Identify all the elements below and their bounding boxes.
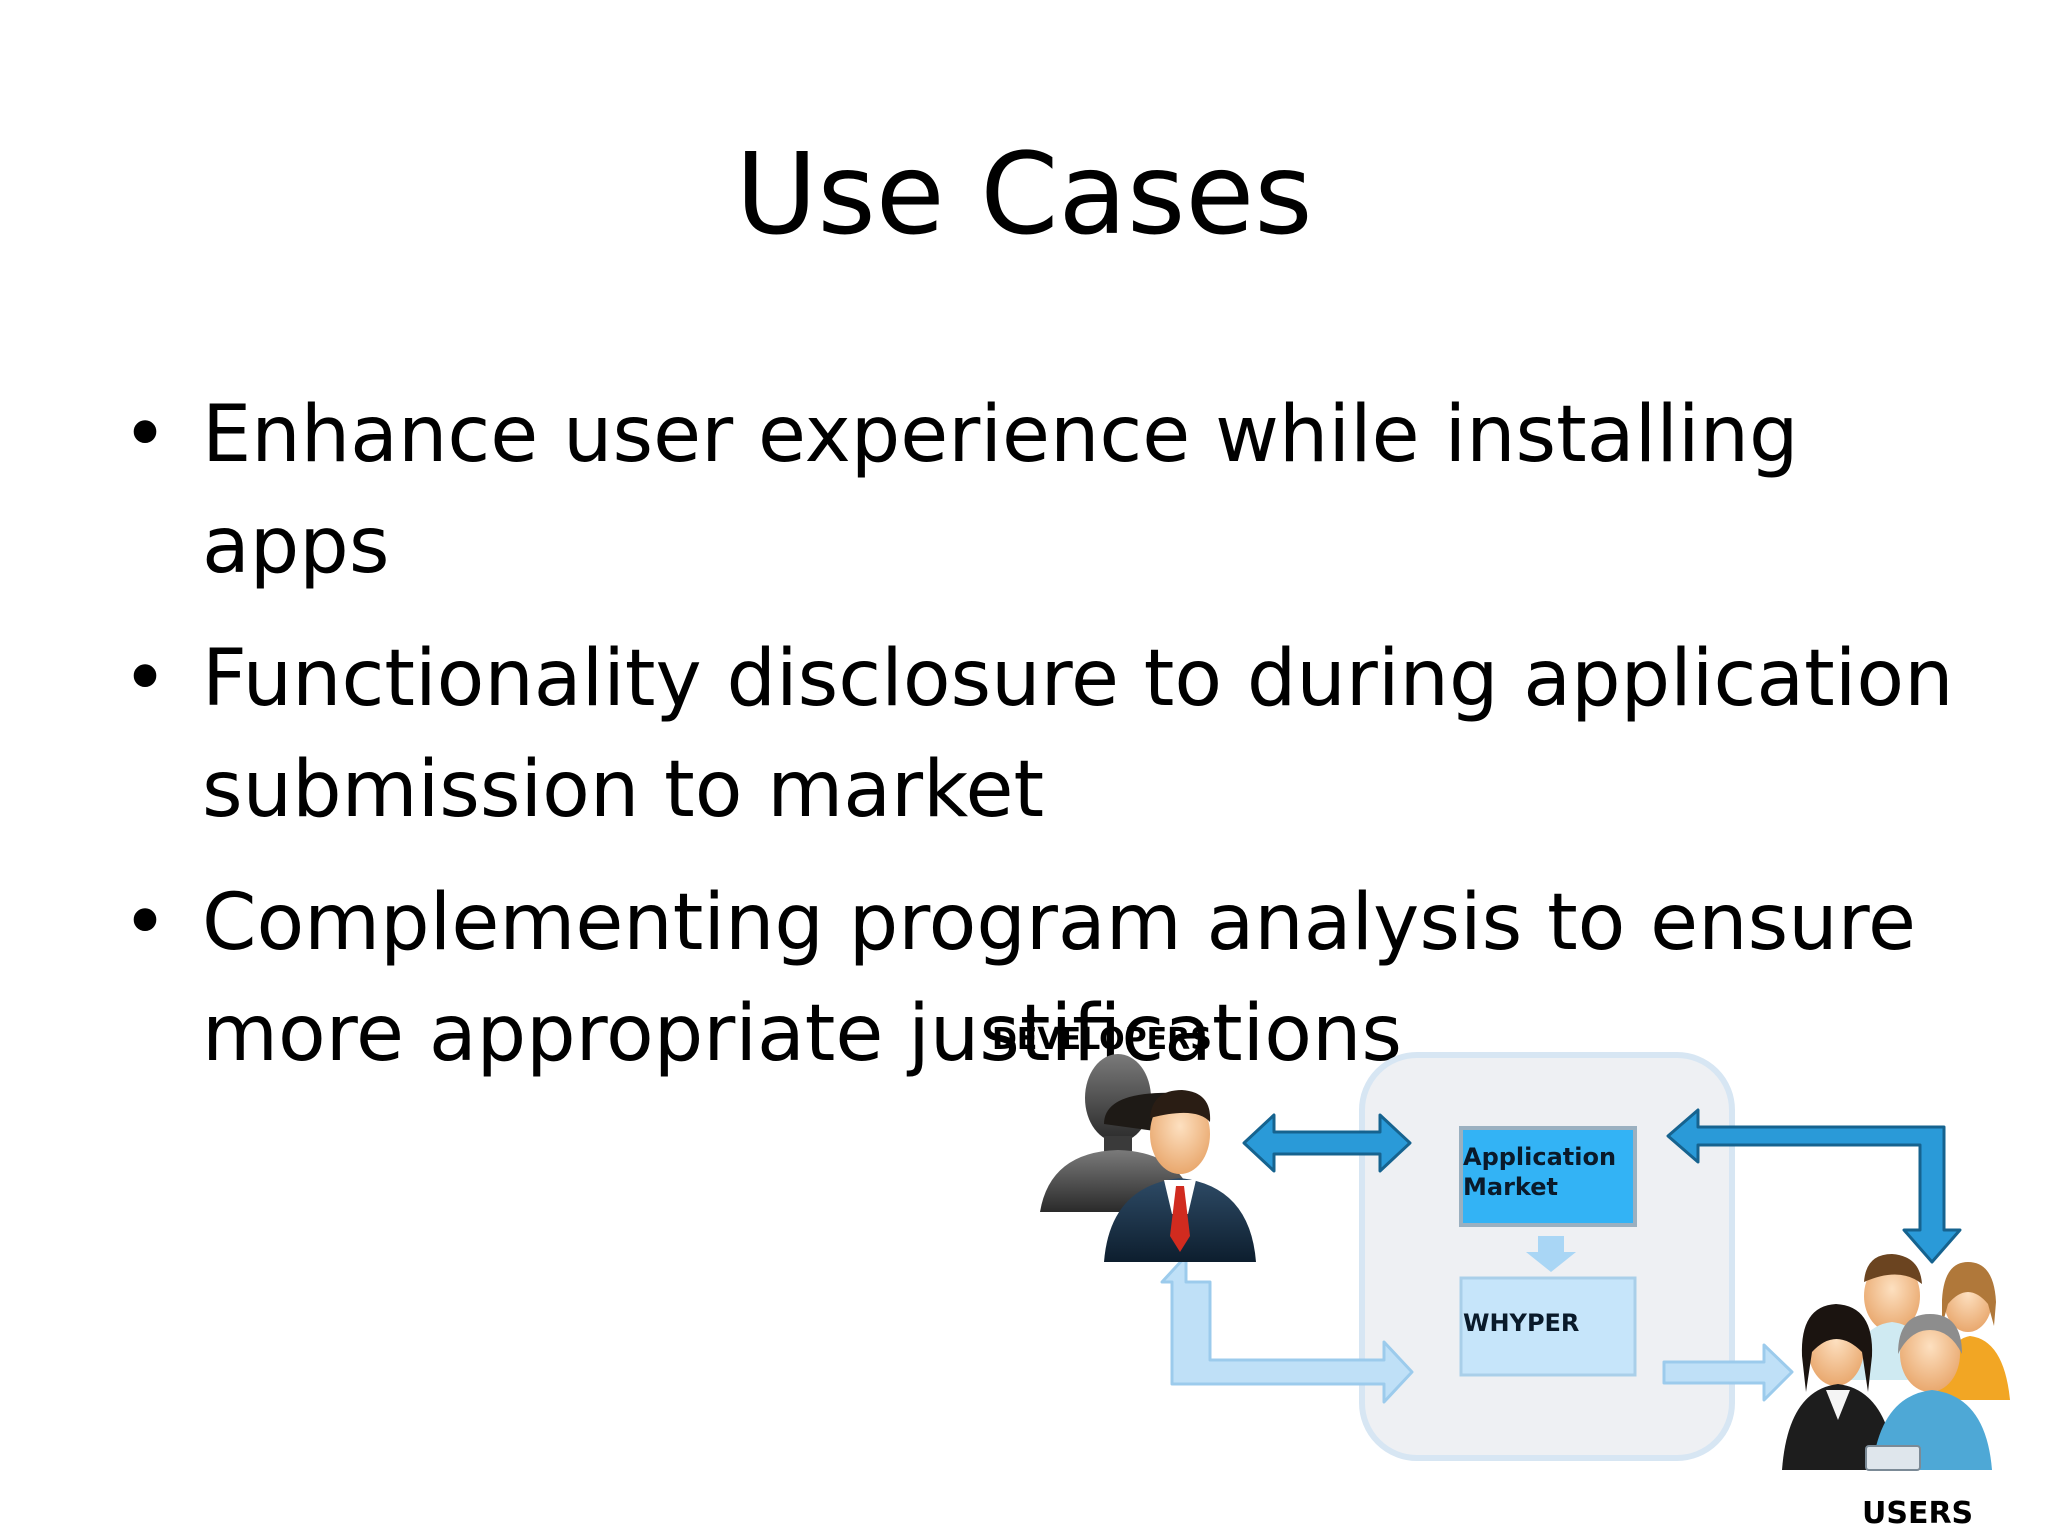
bullet-item: • Enhance user experience while installi… <box>122 380 1972 602</box>
bullet-item: • Functionality disclosure to during app… <box>122 624 1972 846</box>
bullet-text: Complementing program analysis to ensure… <box>202 878 1917 1079</box>
bullet-text: Functionality disclosure to during appli… <box>202 634 1954 835</box>
bullet-list: • Enhance user experience while installi… <box>122 380 1972 1112</box>
bullet-text: Enhance user experience while installing… <box>202 390 1799 591</box>
users-icon <box>1782 1254 2010 1471</box>
application-market-box <box>1459 1126 1637 1227</box>
bullet-dot-icon: • <box>122 634 169 724</box>
bullet-dot-icon: • <box>122 878 169 968</box>
slide-title: Use Cases <box>735 130 1313 260</box>
users-label: USERS <box>1862 1496 1974 1531</box>
bullet-item: • Complementing program analysis to ensu… <box>122 868 1972 1090</box>
market-users-arrow <box>1666 1108 1962 1264</box>
whyper-users-arrow <box>1662 1343 1794 1402</box>
developers-icon <box>1040 1054 1256 1262</box>
developers-whyper-arrow <box>1160 1254 1414 1404</box>
whyper-box <box>1459 1276 1637 1377</box>
application-market-label: Application Market <box>1463 1143 1617 1201</box>
whyper-label: WHYPER <box>1463 1309 1580 1337</box>
bullet-dot-icon: • <box>122 390 169 480</box>
developers-market-arrow <box>1242 1113 1412 1173</box>
market-to-whyper-arrow <box>1526 1236 1576 1272</box>
developers-label: DEVELOPERS <box>992 1022 1212 1057</box>
